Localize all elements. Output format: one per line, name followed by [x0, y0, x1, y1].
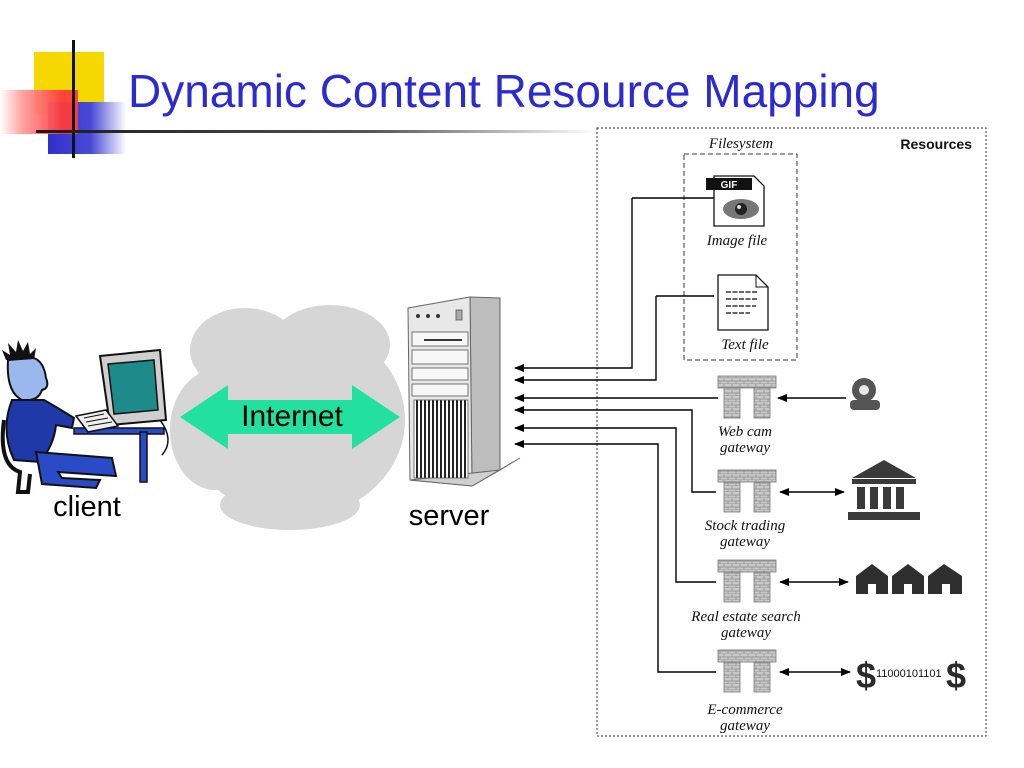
image-file-icon: GIF [706, 175, 765, 227]
filesystem-box [683, 153, 798, 361]
dollar-sign-left: $ [856, 655, 876, 696]
server-label: server [409, 500, 490, 532]
stock-gateway-icon [717, 469, 777, 513]
webcam-gateway-icon [717, 375, 777, 419]
bank-icon [848, 460, 920, 520]
deco-vertical-line [72, 40, 75, 158]
realestate-connector [514, 424, 716, 583]
internet-double-arrow-icon [180, 385, 400, 449]
ecommerce-connector [514, 440, 716, 673]
text-file-label: Text file [721, 337, 769, 353]
connector-lines [514, 197, 718, 673]
internet-label: Internet [241, 400, 343, 433]
webcam-gateway-label-2: gateway [720, 440, 770, 456]
server-tower-icon [407, 296, 521, 487]
houses-icon [856, 564, 962, 594]
realestate-gateway-label-2: gateway [721, 625, 771, 641]
stock-gateway-label-1: Stock trading [705, 518, 786, 534]
resources-label: Resources [900, 136, 972, 152]
ecommerce-binary: 11000101101 [876, 668, 942, 680]
ecommerce-gateway-label-1: E-commerce [706, 702, 783, 718]
dollar-sign-right: $ [946, 655, 966, 696]
ecommerce-gateway-label-2: gateway [720, 718, 770, 734]
title-rule [36, 130, 596, 133]
webcam-icon [850, 378, 880, 410]
deco-red-square [0, 90, 78, 134]
resources-box [596, 127, 987, 737]
slide-title: Dynamic Content Resource Mapping [128, 65, 880, 117]
text-file-icon [717, 274, 769, 331]
stock-connector [514, 406, 716, 493]
filesystem-label: Filesystem [708, 136, 773, 152]
realestate-gateway-label-1: Real estate search [690, 609, 800, 625]
realestate-gateway-icon [717, 559, 777, 603]
client-label: client [53, 491, 121, 523]
ecommerce-gateway-icon [717, 649, 777, 693]
image-file-connector [515, 197, 714, 368]
dollar-icon: $ 11000101101 $ [856, 655, 966, 696]
stock-gateway-label-2: gateway [720, 534, 770, 550]
image-file-label: Image file [706, 233, 768, 249]
person-at-computer-icon [0, 340, 169, 494]
gif-badge: GIF [721, 180, 738, 191]
webcam-gateway-label-1: Web cam [718, 424, 772, 440]
text-file-connector [515, 295, 714, 380]
